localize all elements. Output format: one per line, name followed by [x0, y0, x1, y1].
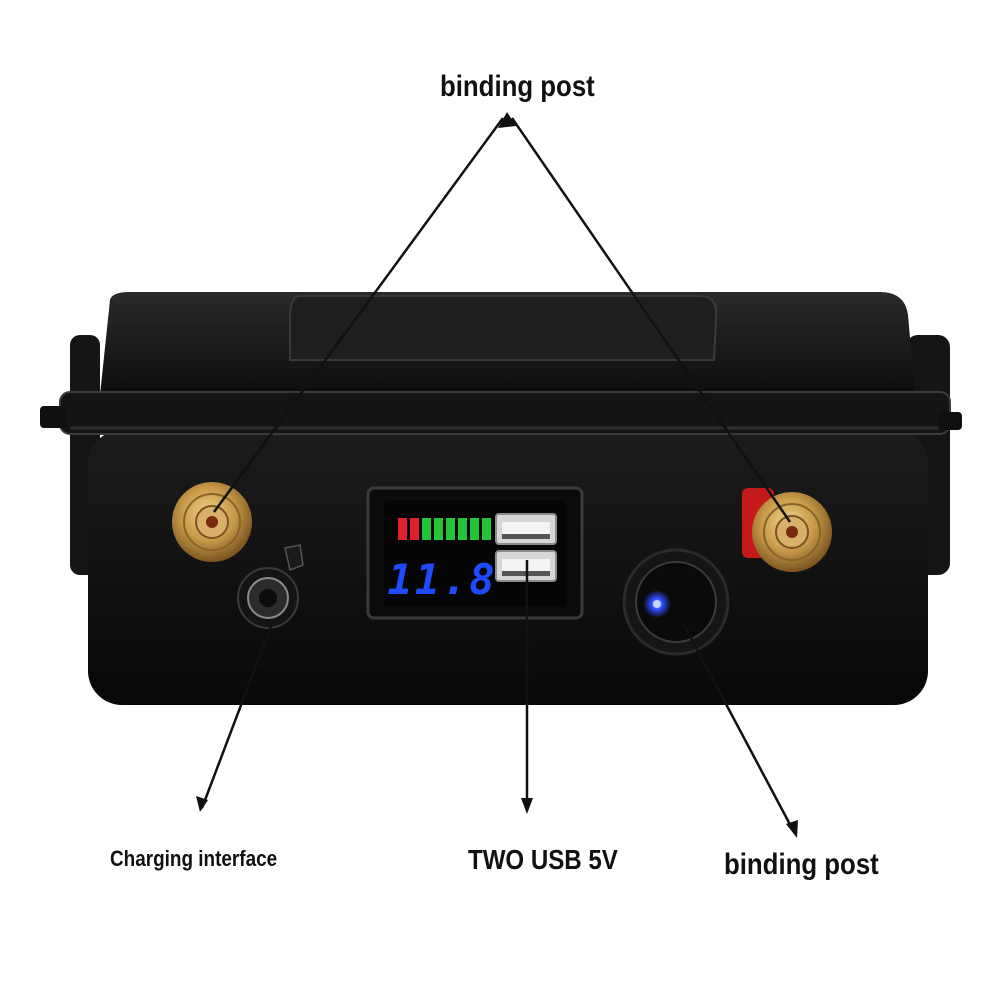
battery-level-bar [434, 518, 443, 540]
battery-level-bar [410, 518, 419, 540]
power-switch-icon [622, 548, 730, 656]
binding-post-label-top: binding post [440, 70, 595, 103]
usb-port-icon [495, 513, 557, 545]
case-lid [40, 292, 962, 435]
charging-interface-label: Charging interface [110, 846, 278, 871]
pointer-arrowheads [196, 112, 798, 838]
battery-level-bars [398, 518, 491, 540]
charging-port-icon [237, 544, 304, 629]
battery-level-bar [422, 518, 431, 540]
pointer-lines [200, 117, 796, 833]
battery-level-bar [446, 518, 455, 540]
binding-post-icon [742, 488, 832, 572]
binding-post-label-bottom: binding post [724, 848, 879, 881]
battery-level-bar [398, 518, 407, 540]
battery-level-bar [458, 518, 467, 540]
battery-level-bar [482, 518, 491, 540]
battery-level-bar [470, 518, 479, 540]
binding-post-icon [172, 482, 252, 562]
usb-label: TWO USB 5V [468, 844, 618, 875]
voltage-readout: 11.8 [387, 555, 496, 604]
